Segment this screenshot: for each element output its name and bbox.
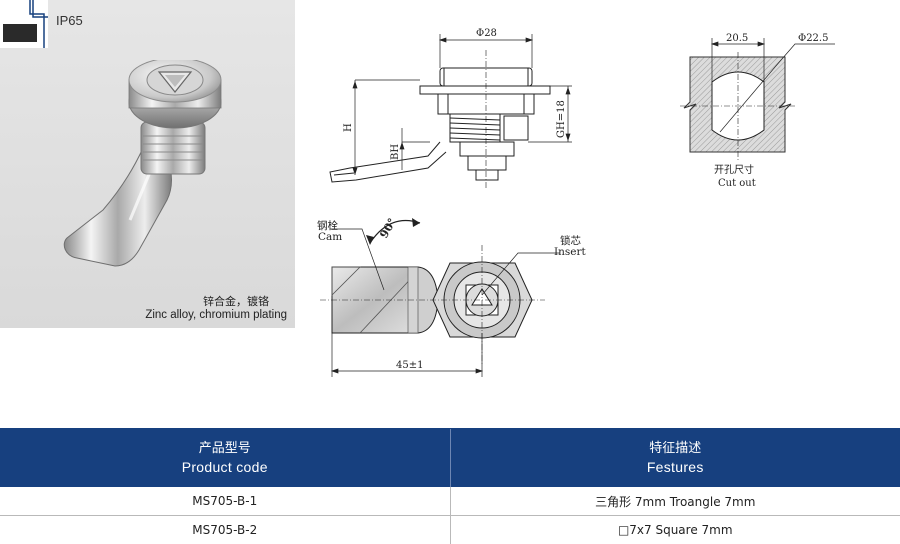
table-row: MS705-B-2 □7x7 Square 7mm	[0, 515, 900, 544]
header-product-code-cn: 产品型号	[198, 441, 251, 456]
spec-table: 产品型号 Product code 特征描述 Festures MS705-B-…	[0, 429, 900, 544]
ip-rating-badge-icon	[0, 0, 48, 48]
cam-label-cn: 钢栓	[317, 220, 338, 232]
gh-label: GH=18	[556, 100, 567, 138]
ip-rating-label: IP65	[56, 13, 83, 28]
cam-label-en: Cam	[318, 231, 343, 243]
product-code-cell: MS705-B-1	[0, 487, 451, 516]
table-header-row: 产品型号 Product code 特征描述 Festures	[0, 429, 900, 487]
material-chinese: 锌合金，镀铬	[203, 295, 269, 308]
cutout-drawing: 20.5 Φ22.5 开孔尺寸 Cut out	[680, 33, 835, 189]
product-code-cell: MS705-B-2	[0, 515, 451, 544]
diameter-28-label: Φ28	[476, 28, 497, 39]
table-row: MS705-B-1 三角形 7mm Troangle 7mm	[0, 487, 900, 516]
header-features-en: Festures	[646, 459, 704, 475]
header-product-code: 产品型号 Product code	[0, 429, 451, 487]
length-label: 45±1	[396, 360, 423, 371]
header-features: 特征描述 Festures	[450, 429, 900, 487]
side-view-drawing: Φ28 H BH GH=18	[329, 28, 572, 190]
height-label: H	[343, 123, 354, 132]
cutout-width-label: 20.5	[726, 33, 748, 44]
cam-lock-photo	[63, 60, 222, 267]
header-features-cn: 特征描述	[649, 441, 702, 456]
product-photo-panel: IP65	[0, 0, 295, 328]
cutout-label-en: Cut out	[718, 178, 756, 189]
base-height-label: BH	[390, 144, 401, 160]
insert-label-cn: 锁芯	[560, 235, 581, 247]
material-english: Zinc alloy, chromium plating	[145, 309, 287, 321]
table-top-rule	[0, 428, 900, 429]
rotation-label: 90°	[377, 216, 399, 241]
feature-cell: □7x7 Square 7mm	[617, 523, 733, 537]
cutout-label-cn: 开孔尺寸	[714, 163, 754, 176]
front-view-drawing: 90° 45±1	[320, 216, 560, 377]
header-product-code-en: Product code	[181, 459, 268, 475]
insert-label-en: Insert	[554, 246, 586, 258]
feature-cell: 三角形 7mm Troangle 7mm	[450, 487, 900, 516]
cutout-diameter-label: Φ22.5	[798, 33, 828, 44]
